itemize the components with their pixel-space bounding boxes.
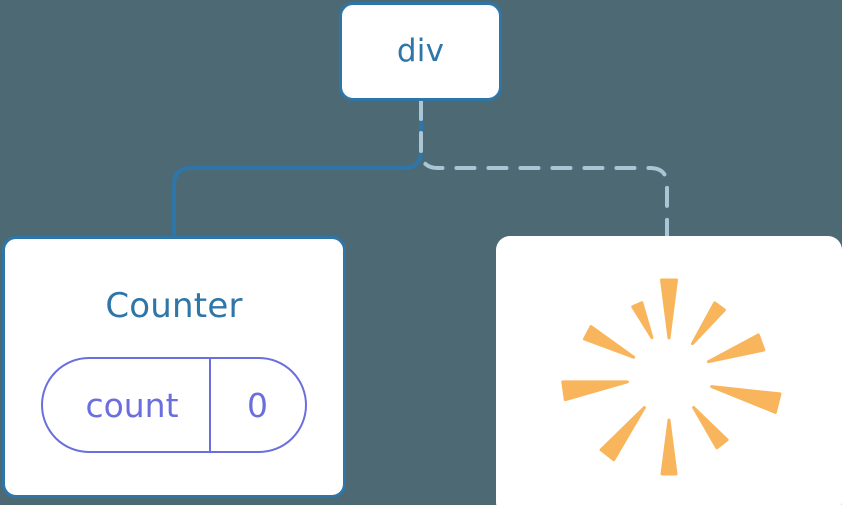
edge-root-to-counter [172, 99, 423, 238]
burst-ray-2 [706, 333, 766, 364]
node-div[interactable]: div [339, 2, 502, 101]
burst-ray-group [561, 278, 782, 476]
burst-ray-5 [660, 418, 678, 476]
node-counter[interactable]: Counter count 0 [2, 236, 346, 498]
burst-ray-8 [582, 325, 636, 359]
state-key: count [85, 385, 179, 425]
burst-ray-6 [599, 406, 646, 462]
edge-root-to-burst [419, 99, 669, 238]
node-counter-label: Counter [105, 286, 243, 326]
burst-ray-4 [692, 406, 729, 450]
burst-ray-9 [631, 301, 654, 340]
burst-ray-3 [710, 385, 782, 414]
burst-ray-1 [691, 301, 726, 346]
burst-ray-0 [660, 278, 678, 340]
state-value[interactable]: 0 [208, 359, 305, 451]
node-burst[interactable] [496, 236, 842, 505]
sparkle-burst-icon [561, 278, 782, 476]
node-div-label: div [396, 33, 445, 69]
state-pill-count[interactable]: count 0 [41, 357, 307, 453]
burst-ray-7 [561, 380, 629, 402]
